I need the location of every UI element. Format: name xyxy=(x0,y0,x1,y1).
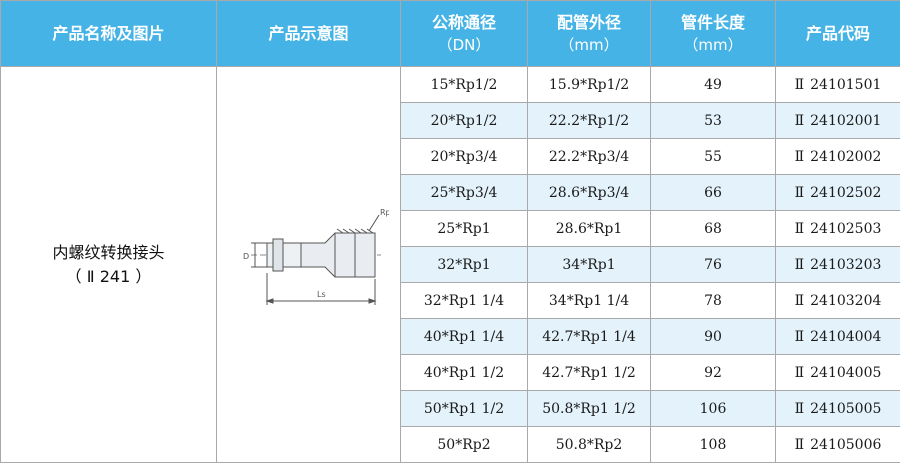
cell-code: Ⅱ 24102002 xyxy=(775,138,900,175)
cell-od: 28.6*Rp3/4 xyxy=(527,174,651,211)
cell-dn: 50*Rp2 xyxy=(400,426,528,463)
cell-od: 22.2*Rp1/2 xyxy=(527,102,651,139)
drawing-label-d: D xyxy=(243,252,249,261)
code-prefix: Ⅱ xyxy=(794,76,805,93)
table-row: 40*Rp1 1/2 42.7*Rp1 1/2 92 Ⅱ 24104005 xyxy=(1,354,900,391)
cell-length: 66 xyxy=(650,174,776,211)
cell-od: 34*Rp1 xyxy=(527,246,651,283)
cell-length: 55 xyxy=(650,138,776,175)
cell-dn: 25*Rp3/4 xyxy=(400,174,528,211)
cell-code: Ⅱ 24105006 xyxy=(775,426,900,463)
cell-length: 76 xyxy=(650,246,776,283)
code-number: 24102002 xyxy=(810,148,882,165)
code-prefix: Ⅱ xyxy=(794,112,805,129)
cell-od: 28.6*Rp1 xyxy=(527,210,651,247)
fitting-drawing-icon: Rp D Ls xyxy=(243,208,390,305)
code-prefix: Ⅱ xyxy=(794,184,805,201)
code-prefix: Ⅱ xyxy=(794,364,805,381)
table-row: 50*Rp2 50.8*Rp2 108 Ⅱ 24105006 xyxy=(1,426,900,463)
code-number: 24102502 xyxy=(810,184,882,201)
cell-dn: 50*Rp1 1/2 xyxy=(400,390,528,427)
code-number: 24102503 xyxy=(810,220,882,237)
cell-code: Ⅱ 24103203 xyxy=(775,246,900,283)
product-model: （ Ⅱ 241 ） xyxy=(65,266,152,286)
code-number: 24105005 xyxy=(810,400,882,417)
cell-code: Ⅱ 24104004 xyxy=(775,318,900,355)
code-number: 24102001 xyxy=(810,112,882,129)
code-number: 24104005 xyxy=(810,364,882,381)
code-prefix: Ⅱ xyxy=(794,436,805,453)
cell-length: 90 xyxy=(650,318,776,355)
table-header-row: 产品名称及图片 产品示意图 公称通径 （DN） 配管外径 （mm） 管件长度 （… xyxy=(0,0,900,67)
header-fitting-length: 管件长度 （mm） xyxy=(650,0,776,67)
table-row: 内螺纹转换接头 （ Ⅱ 241 ） xyxy=(0,66,900,463)
code-prefix: Ⅱ xyxy=(794,220,805,237)
table-row: 25*Rp1 28.6*Rp1 68 Ⅱ 24102503 xyxy=(1,210,900,247)
cell-code: Ⅱ 24102503 xyxy=(775,210,900,247)
cell-code: Ⅱ 24104005 xyxy=(775,354,900,391)
header-pipe-outer-diameter: 配管外径 （mm） xyxy=(527,0,651,67)
cell-od: 22.2*Rp3/4 xyxy=(527,138,651,175)
product-name-cell: 内螺纹转换接头 （ Ⅱ 241 ） xyxy=(0,66,217,463)
code-prefix: Ⅱ xyxy=(794,292,805,309)
code-number: 24104004 xyxy=(810,328,882,345)
cell-code: Ⅱ 24103204 xyxy=(775,282,900,319)
code-number: 24103204 xyxy=(810,292,882,309)
table-row: 32*Rp1 34*Rp1 76 Ⅱ 24103203 xyxy=(1,246,900,283)
cell-code: Ⅱ 24105005 xyxy=(775,390,900,427)
cell-dn: 25*Rp1 xyxy=(400,210,528,247)
code-number: 24101501 xyxy=(810,76,882,93)
table-row: 20*Rp3/4 22.2*Rp3/4 55 Ⅱ 24102002 xyxy=(1,138,900,175)
cell-od: 15.9*Rp1/2 xyxy=(527,66,651,103)
cell-od: 50.8*Rp1 1/2 xyxy=(527,390,651,427)
cell-od: 42.7*Rp1 1/2 xyxy=(527,354,651,391)
cell-length: 78 xyxy=(650,282,776,319)
cell-code: Ⅱ 24102001 xyxy=(775,102,900,139)
header-product-name: 产品名称及图片 xyxy=(0,0,217,67)
cell-length: 108 xyxy=(650,426,776,463)
code-prefix: Ⅱ xyxy=(794,148,805,165)
cell-od: 42.7*Rp1 1/4 xyxy=(527,318,651,355)
cell-length: 49 xyxy=(650,66,776,103)
code-prefix: Ⅱ xyxy=(794,328,805,345)
cell-code: Ⅱ 24101501 xyxy=(775,66,900,103)
code-number: 24103203 xyxy=(810,256,882,273)
cell-length: 106 xyxy=(650,390,776,427)
header-product-image: 产品示意图 xyxy=(216,0,401,67)
cell-dn: 40*Rp1 1/2 xyxy=(400,354,528,391)
drawing-label-rp: Rp xyxy=(380,208,389,217)
cell-length: 68 xyxy=(650,210,776,247)
drawing-label-ls: Ls xyxy=(317,290,326,299)
cell-dn: 40*Rp1 1/4 xyxy=(400,318,528,355)
cell-length: 53 xyxy=(650,102,776,139)
cell-od: 50.8*Rp2 xyxy=(527,426,651,463)
header-product-code: 产品代码 xyxy=(775,0,900,67)
cell-code: Ⅱ 24102502 xyxy=(775,174,900,211)
cell-dn: 20*Rp3/4 xyxy=(400,138,528,175)
table-row: 50*Rp1 1/2 50.8*Rp1 1/2 106 Ⅱ 24105005 xyxy=(1,390,900,427)
product-drawing-cell: Rp D Ls xyxy=(216,66,401,463)
cell-od: 34*Rp1 1/4 xyxy=(527,282,651,319)
cell-length: 92 xyxy=(650,354,776,391)
code-prefix: Ⅱ xyxy=(794,400,805,417)
cell-dn: 20*Rp1/2 xyxy=(400,102,528,139)
cell-dn: 15*Rp1/2 xyxy=(400,66,528,103)
cell-dn: 32*Rp1 xyxy=(400,246,528,283)
code-prefix: Ⅱ xyxy=(794,256,805,273)
product-name: 内螺纹转换接头 xyxy=(52,242,165,262)
header-nominal-diameter: 公称通径 （DN） xyxy=(400,0,528,67)
code-number: 24105006 xyxy=(810,436,882,453)
cell-dn: 32*Rp1 1/4 xyxy=(400,282,528,319)
